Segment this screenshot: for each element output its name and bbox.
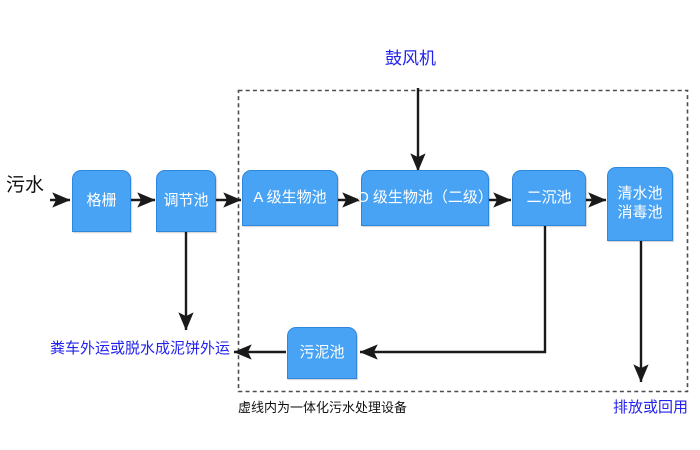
node-regulating-tank[interactable]: 调节池 xyxy=(156,170,216,232)
node-o-stage-bioreactor-label: O 级生物池（二级） xyxy=(357,188,493,206)
label-discharge-or-reuse: 排放或回用 xyxy=(613,399,689,416)
node-a-stage-bioreactor-label: A 级生物池 xyxy=(253,188,327,206)
node-disinfection-tank-label: 消毒池 xyxy=(617,204,663,221)
label-dashed-region-caption: 虚线内为一体化污水处理设备 xyxy=(238,400,408,415)
node-regulating-tank-label: 调节池 xyxy=(163,191,209,209)
node-sludge-tank-label: 污泥池 xyxy=(299,343,345,361)
node-grille-label: 格栅 xyxy=(86,191,117,209)
node-a-stage-bioreactor[interactable]: A 级生物池 xyxy=(242,170,338,226)
label-blower: 鼓风机 xyxy=(385,49,436,68)
label-sludge-disposal: 粪车外运或脱水成泥饼外运 xyxy=(50,340,231,357)
connector-secondary-to-sludge xyxy=(359,226,547,360)
node-secondary-clarifier-label: 二沉池 xyxy=(526,188,572,206)
node-clearwater-tank-label: 清水池 xyxy=(617,185,663,203)
node-clearwater-disinfection-tank[interactable]: 清水池 消毒池 xyxy=(607,167,673,241)
node-grille[interactable]: 格栅 xyxy=(72,170,131,232)
node-secondary-clarifier[interactable]: 二沉池 xyxy=(512,170,586,226)
node-o-stage-bioreactor[interactable]: O 级生物池（二级） xyxy=(357,170,493,226)
node-sludge-tank[interactable]: 污泥池 xyxy=(287,327,357,379)
label-influent: 污水 xyxy=(6,175,45,196)
